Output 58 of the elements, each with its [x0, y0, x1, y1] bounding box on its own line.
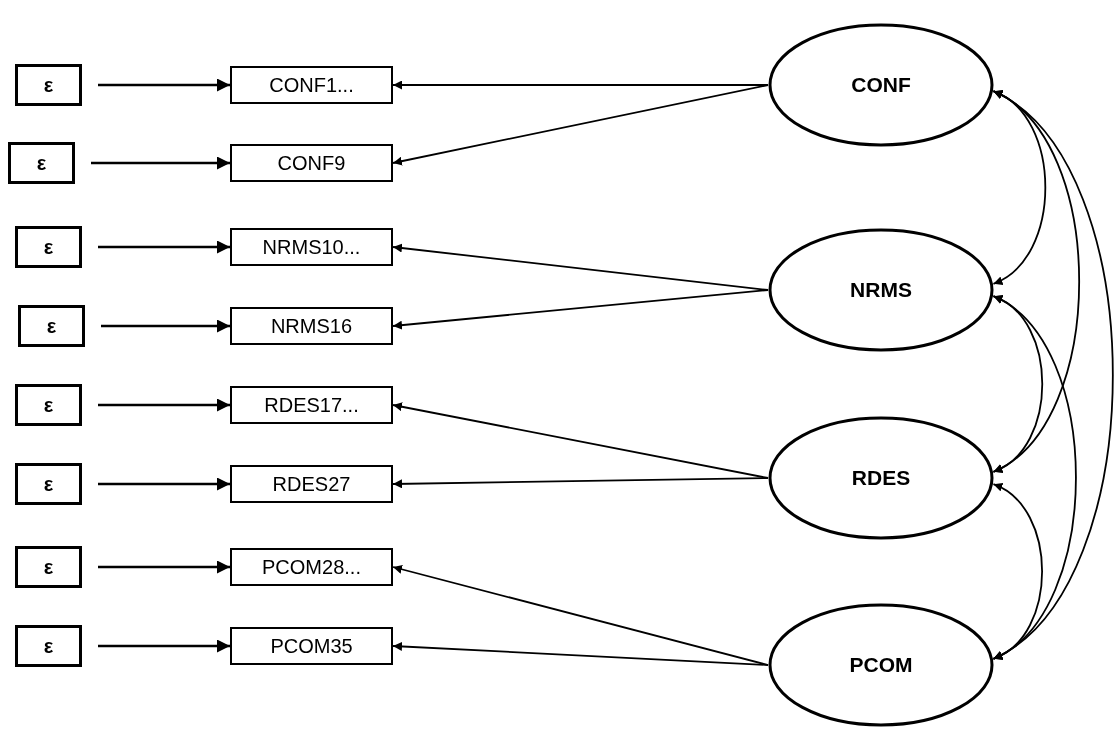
latent-label: NRMS	[850, 278, 912, 302]
covariance-arrow	[992, 295, 1044, 473]
error-term-box	[15, 226, 82, 268]
error-symbol: ε	[43, 73, 54, 97]
error-term-box	[15, 546, 82, 588]
arrow	[91, 156, 230, 170]
indicator-box	[230, 548, 393, 586]
arrow	[101, 319, 230, 333]
indicator-box	[230, 228, 393, 266]
error-symbol: ε	[43, 634, 54, 658]
indicator-label: RDES17...	[264, 393, 359, 417]
arrow	[392, 564, 769, 666]
latent-variable-ellipse	[768, 416, 994, 540]
indicator-box	[230, 307, 393, 345]
error-symbol: ε	[43, 393, 54, 417]
error-term-box	[8, 142, 75, 184]
indicator-box	[230, 386, 393, 424]
indicator-label: PCOM28...	[262, 555, 361, 579]
error-symbol: ε	[43, 555, 54, 579]
error-term-box	[15, 463, 82, 505]
latent-label: PCOM	[849, 653, 913, 677]
error-term-box	[15, 384, 82, 426]
indicator-box	[230, 627, 393, 665]
indicator-label: NRMS16	[270, 314, 353, 338]
latent-label: CONF	[851, 73, 911, 97]
arrow	[392, 289, 769, 330]
error-symbol: ε	[36, 151, 47, 175]
error-term-box	[15, 64, 82, 106]
error-symbol: ε	[46, 314, 57, 338]
indicator-label: NRMS10...	[262, 235, 361, 259]
indicator-label: RDES27	[272, 472, 351, 496]
error-term-box	[18, 305, 85, 347]
indicator-box	[230, 465, 393, 503]
latent-label: RDES	[851, 466, 911, 490]
error-symbol: ε	[43, 472, 54, 496]
arrow	[98, 639, 230, 653]
indicator-box	[230, 144, 393, 182]
error-term-box	[15, 625, 82, 667]
arrow	[98, 560, 230, 574]
arrow	[392, 80, 769, 90]
arrow	[392, 84, 769, 166]
indicator-label: CONF9	[277, 151, 346, 175]
latent-variable-ellipse	[768, 23, 994, 147]
latent-variable-ellipse	[768, 603, 994, 727]
indicator-label: CONF1...	[269, 73, 354, 97]
covariance-arrow	[992, 483, 1043, 660]
indicator-label: PCOM35	[270, 634, 353, 658]
arrow	[98, 240, 230, 254]
error-symbol: ε	[43, 235, 54, 259]
arrow	[392, 641, 769, 666]
arrow	[392, 477, 769, 489]
indicator-box	[230, 66, 393, 104]
arrow	[98, 477, 230, 491]
covariance-arrow	[992, 295, 1077, 660]
arrow	[98, 398, 230, 412]
latent-variable-ellipse	[768, 228, 994, 352]
arrow	[98, 78, 230, 92]
covariance-arrow	[992, 90, 1047, 285]
